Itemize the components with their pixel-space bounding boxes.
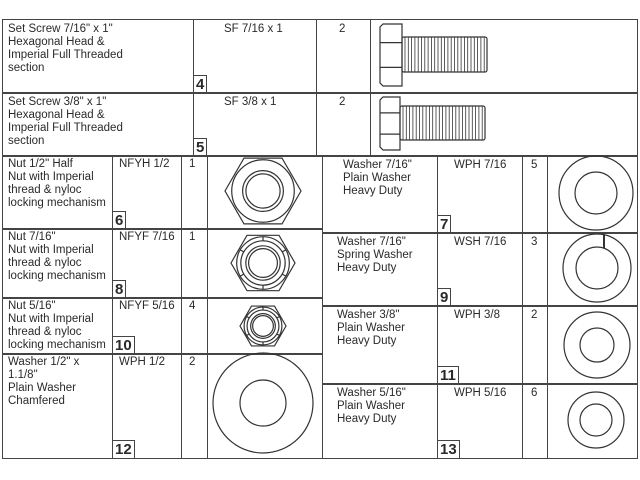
qty-cell-text: 1 xyxy=(189,231,196,243)
washer-icon xyxy=(567,391,625,449)
item-number: 5 xyxy=(194,138,208,156)
qty-cell-text: 2 xyxy=(339,96,346,108)
spring-washer-icon xyxy=(562,233,632,303)
code-cell-text: SF 3/8 x 1 xyxy=(224,96,277,108)
description-cell-text: Set Screw 7/16" x 1" Hexagonal Head & Im… xyxy=(8,23,123,74)
code-cell: WPH 7/16 7 xyxy=(437,155,523,234)
description-cell-text: Washer 7/16" Spring Washer Heavy Duty xyxy=(337,236,413,274)
item-number: 13 xyxy=(438,440,460,458)
code-cell: NFYH 1/2 6 xyxy=(112,155,182,230)
nyloc-nut-icon xyxy=(230,234,296,292)
description-cell: Washer 1/2" x 1.1/8" Plain Washer Chamfe… xyxy=(2,353,113,459)
description-cell-text: Nut 7/16" Nut with Imperial thread & nyl… xyxy=(8,231,106,282)
description-cell: Washer 7/16" Spring Washer Heavy Duty xyxy=(322,232,438,307)
drawing-cell xyxy=(547,383,638,459)
description-cell-text: Washer 7/16" Plain Washer Heavy Duty xyxy=(343,159,412,197)
item-number: 11 xyxy=(438,366,459,384)
code-cell: SF 7/16 x 1 4 xyxy=(193,19,317,94)
code-cell-text: WPH 7/16 xyxy=(454,159,507,171)
qty-cell-text: 5 xyxy=(531,159,538,171)
washer-icon xyxy=(558,155,634,231)
qty-cell-text: 3 xyxy=(531,236,538,248)
item-number: 9 xyxy=(438,288,452,306)
qty-cell-text: 6 xyxy=(531,387,538,399)
description-cell-text: Set Screw 3/8" x 1" Hexagonal Head & Imp… xyxy=(8,96,123,147)
code-cell-text: SF 7/16 x 1 xyxy=(224,23,283,35)
hex-screw-icon xyxy=(379,96,486,151)
hex-screw-icon xyxy=(379,23,488,87)
code-cell: SF 3/8 x 1 5 xyxy=(193,92,317,157)
item-number: 8 xyxy=(113,280,127,298)
drawing-cell xyxy=(370,92,638,157)
description-cell-text: Washer 3/8" Plain Washer Heavy Duty xyxy=(337,309,405,347)
washer-icon xyxy=(563,311,631,379)
code-cell-text: NFYH 1/2 xyxy=(119,158,170,170)
description-cell: Set Screw 7/16" x 1" Hexagonal Head & Im… xyxy=(2,19,194,94)
item-number: 7 xyxy=(438,215,452,233)
code-cell: NFYF 5/16 10 xyxy=(112,297,182,355)
washer-icon xyxy=(212,352,314,454)
drawing-cell xyxy=(547,232,638,307)
item-number: 6 xyxy=(113,211,127,229)
description-cell: Nut 5/16" Nut with Imperial thread & nyl… xyxy=(2,297,113,355)
description-cell: Washer 3/8" Plain Washer Heavy Duty xyxy=(322,305,438,385)
drawing-cell xyxy=(547,305,638,385)
qty-cell-text: 1 xyxy=(189,158,196,170)
qty-cell-text: 2 xyxy=(531,309,538,321)
description-cell-text: Nut 5/16" Nut with Imperial thread & nyl… xyxy=(8,300,106,351)
item-number: 12 xyxy=(113,440,135,458)
code-cell-text: NFYF 7/16 xyxy=(119,231,175,243)
code-cell: NFYF 7/16 8 xyxy=(112,228,182,299)
description-cell-text: Washer 5/16" Plain Washer Heavy Duty xyxy=(337,387,406,425)
code-cell-text: WSH 7/16 xyxy=(454,236,507,248)
nyloc-nut-icon xyxy=(239,305,287,347)
code-cell-text: WPH 3/8 xyxy=(454,309,501,321)
drawing-cell xyxy=(370,19,638,94)
code-cell-text: WPH 1/2 xyxy=(119,356,166,368)
description-cell: Nut 1/2" Half Nut with Imperial thread &… xyxy=(2,155,113,230)
qty-cell-text: 2 xyxy=(189,356,196,368)
drawing-cell xyxy=(547,155,638,234)
qty-cell-text: 2 xyxy=(339,23,346,35)
item-number: 4 xyxy=(194,75,208,93)
qty-cell-text: 4 xyxy=(189,300,196,312)
description-cell-text: Nut 1/2" Half Nut with Imperial thread &… xyxy=(8,158,106,209)
item-number: 10 xyxy=(113,336,135,354)
code-cell-text: WPH 5/16 xyxy=(454,387,507,399)
description-cell: Nut 7/16" Nut with Imperial thread & nyl… xyxy=(2,228,113,299)
hex-nut-icon xyxy=(224,157,302,225)
code-cell-text: NFYF 5/16 xyxy=(119,300,175,312)
description-cell: Washer 5/16" Plain Washer Heavy Duty xyxy=(322,383,438,459)
description-cell-text: Washer 1/2" x 1.1/8" Plain Washer Chamfe… xyxy=(8,356,80,407)
